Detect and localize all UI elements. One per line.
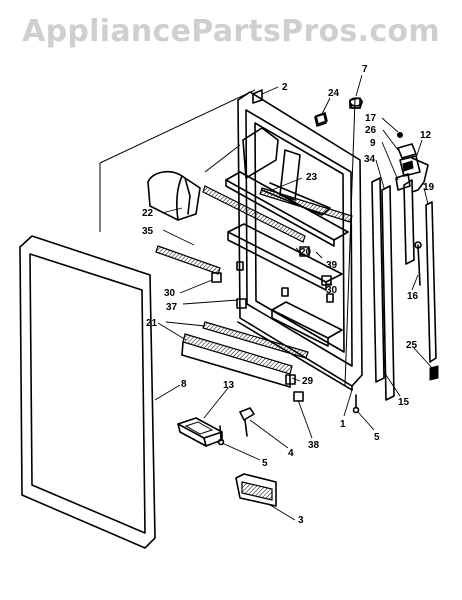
- grille-3: [235, 473, 277, 507]
- callout-16: 16: [407, 291, 419, 302]
- callout-39: 39: [326, 260, 338, 271]
- hinge-parts: [395, 132, 429, 193]
- callout-21: 21: [146, 318, 158, 329]
- dairy-door-22: [147, 170, 201, 221]
- callout-5a: 5: [374, 432, 380, 443]
- door-gasket-8: [19, 235, 156, 549]
- callout-30a: 30: [164, 288, 176, 299]
- door-liner: [225, 91, 363, 391]
- callout-29: 29: [302, 376, 314, 387]
- tray-13: [177, 417, 223, 447]
- watermark-text: AppliancePartsPros.com: [22, 14, 440, 49]
- cap-25: [429, 365, 439, 381]
- callout-24: 24: [328, 88, 340, 99]
- fasteners: [217, 394, 360, 446]
- callout-19: 19: [423, 182, 435, 193]
- callout-23: 23: [306, 172, 318, 183]
- callout-8: 8: [181, 379, 187, 390]
- shelf-bar-23: [259, 187, 353, 223]
- callout-4: 4: [288, 448, 294, 459]
- callout-2: 2: [282, 82, 288, 93]
- callout-20: 20: [300, 247, 312, 258]
- leader-lines: [154, 74, 433, 521]
- callout-38: 38: [308, 440, 320, 451]
- callout-9: 9: [370, 138, 376, 149]
- callout-1: 1: [340, 419, 346, 430]
- assembly-guide-lines: [99, 89, 356, 386]
- callout-7: 7: [362, 64, 368, 75]
- callout-34: 34: [364, 154, 376, 165]
- callout-3: 3: [298, 515, 304, 526]
- callout-22: 22: [142, 208, 154, 219]
- callout-17: 17: [365, 113, 377, 124]
- bracket-24: [314, 113, 327, 127]
- side-trims: [371, 177, 437, 401]
- callout-35: 35: [142, 226, 154, 237]
- pin-16: [414, 241, 422, 286]
- shelf-bars: [155, 185, 309, 388]
- callout-26: 26: [365, 125, 377, 136]
- callout-37: 37: [166, 302, 178, 313]
- callout-12: 12: [420, 130, 432, 141]
- callout-30b: 30: [326, 285, 338, 296]
- callout-labels: 2 7 24 17 26 12 9 34 19 23 22 35 30 20 3…: [142, 64, 435, 526]
- callout-5b: 5: [262, 458, 268, 469]
- knob-7: [349, 97, 363, 109]
- callout-15: 15: [398, 397, 410, 408]
- callout-13: 13: [223, 380, 235, 391]
- callout-25: 25: [406, 340, 418, 351]
